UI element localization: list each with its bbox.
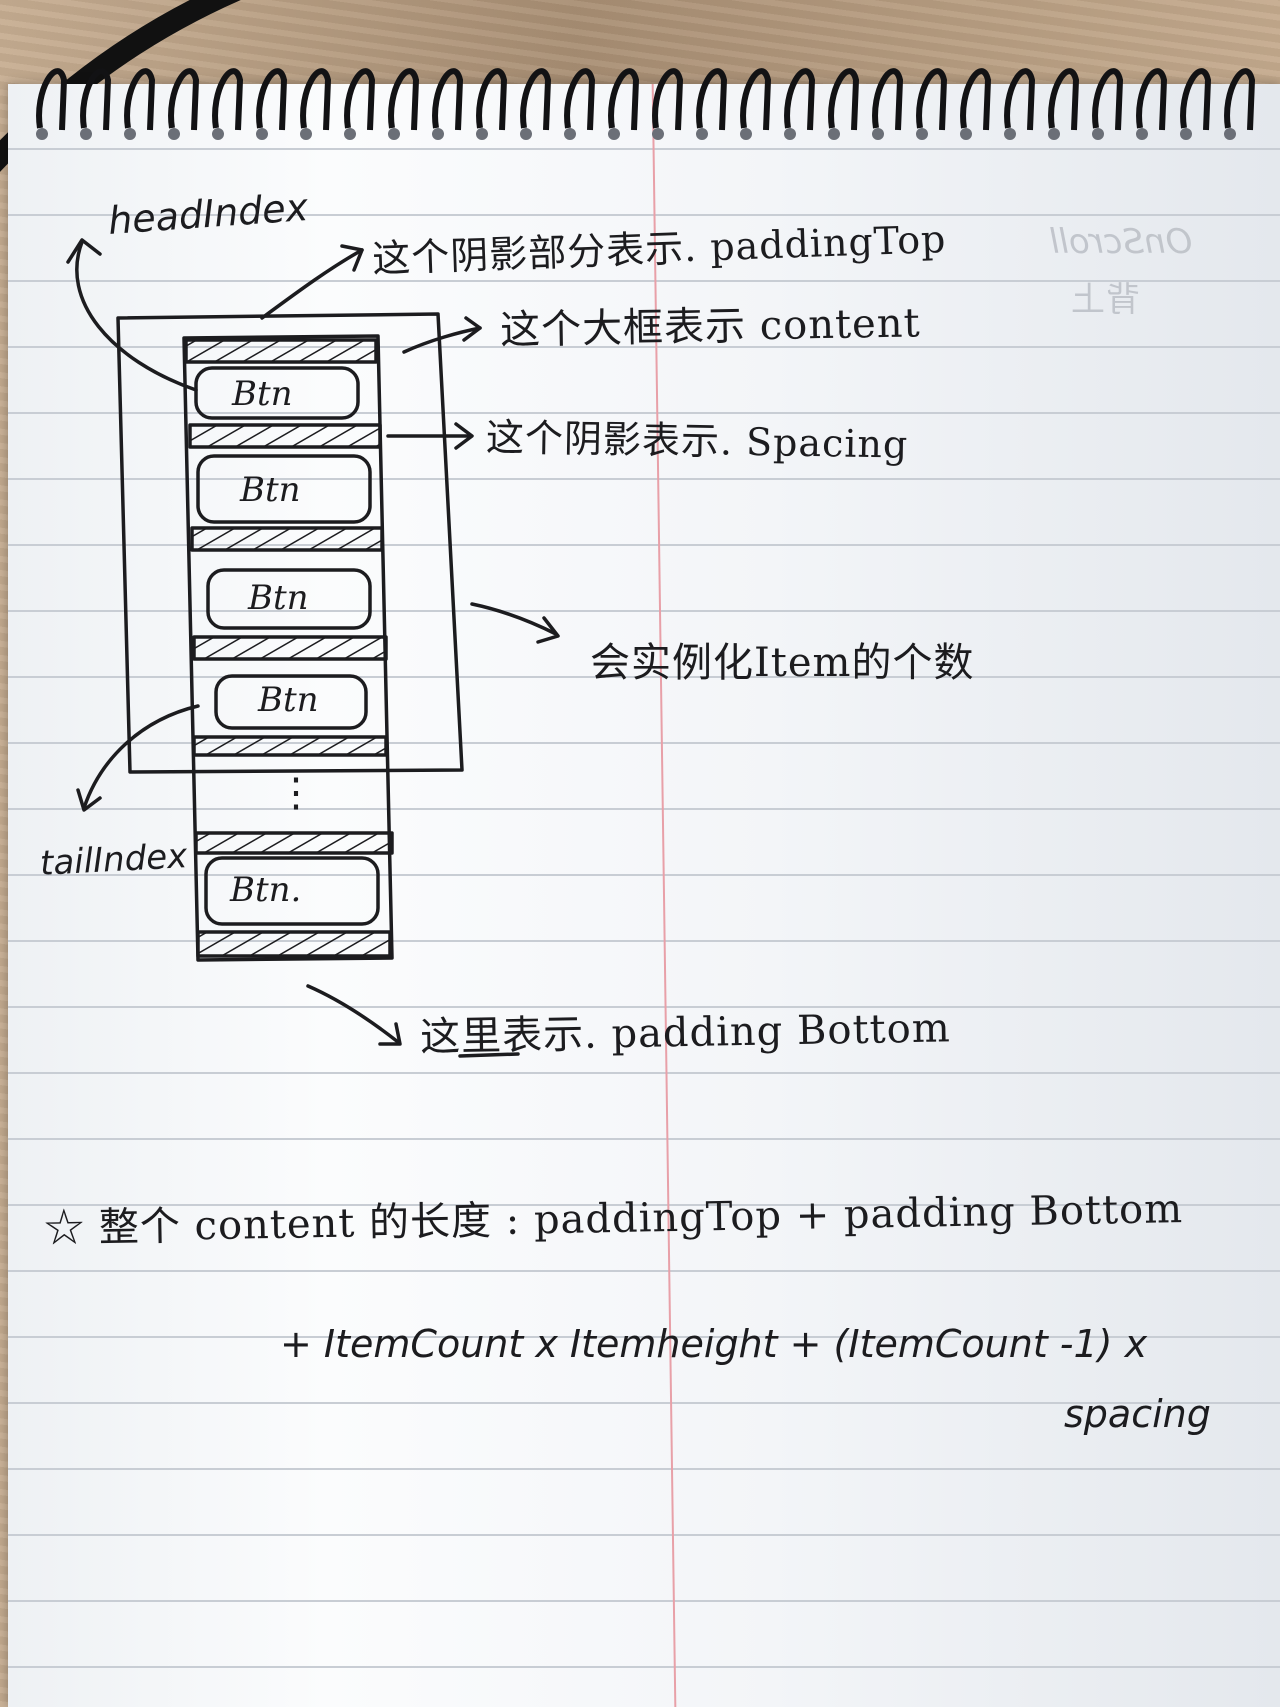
ellipsis-mark: ⋮ (276, 770, 317, 816)
formula-line-2: + ItemCount x Itemheight + (ItemCount -1… (280, 1322, 1148, 1366)
binding-ring (1224, 68, 1256, 131)
item-button-label: Btn (248, 578, 309, 618)
punch-hole (432, 128, 444, 140)
arrow-padding-top-tip (340, 244, 364, 272)
punch-hole (1092, 128, 1104, 140)
punch-hole (1180, 128, 1192, 140)
binding-ring (476, 68, 508, 131)
spacing-hatch (188, 423, 382, 449)
punch-hole (80, 128, 92, 140)
punch-hole (212, 128, 224, 140)
formula-line-3: spacing (1064, 1392, 1211, 1436)
padding-top-hatch (184, 338, 378, 364)
punch-hole (1004, 128, 1016, 140)
arrow-padding-top (260, 248, 364, 320)
binding-ring (1092, 68, 1124, 131)
punch-hole (1048, 128, 1060, 140)
punch-hole (344, 128, 356, 140)
item-button-label: Btn. (230, 870, 302, 910)
item-button-outline (196, 454, 372, 524)
binding-ring (652, 68, 684, 131)
spiral-binding (36, 68, 1256, 140)
binding-ring (124, 68, 156, 131)
binding-ring (1048, 68, 1080, 131)
binding-ring (520, 68, 552, 131)
item-button-outline (214, 674, 368, 730)
binding-ring (828, 68, 860, 131)
binding-ring (36, 68, 68, 131)
punch-hole (652, 128, 664, 140)
punch-hole (1224, 128, 1236, 140)
arrow-spacing-tip (454, 422, 474, 450)
item-button-label: Btn (240, 470, 301, 510)
item-button-label: Btn (258, 680, 319, 720)
item-button-outline (194, 366, 360, 420)
punch-hole (476, 128, 488, 140)
punch-hole (828, 128, 840, 140)
arrow-instantiate-tip (536, 616, 560, 644)
punch-hole (872, 128, 884, 140)
arrow-head-index-tip (66, 238, 102, 264)
padding-bottom-hatch (196, 930, 392, 958)
binding-ring (300, 68, 332, 131)
binding-ring (916, 68, 948, 131)
punch-hole (696, 128, 708, 140)
item-button-outline (206, 568, 372, 630)
binding-ring (960, 68, 992, 131)
arrow-head-index (75, 240, 198, 392)
instantiate-count-note: 会实例化Item的个数 (590, 640, 975, 686)
binding-ring (256, 68, 288, 131)
binding-ring (872, 68, 904, 131)
binding-ring (608, 68, 640, 131)
spacing-hatch (194, 831, 394, 855)
binding-ring (564, 68, 596, 131)
arrow-tail-index-tip (76, 788, 102, 812)
binding-ring (432, 68, 464, 131)
punch-hole (608, 128, 620, 140)
spacing-hatch (192, 735, 388, 757)
binding-ring (1136, 68, 1168, 131)
punch-hole (740, 128, 752, 140)
punch-hole (960, 128, 972, 140)
arrow-padding-bottom-tip (378, 1022, 402, 1046)
punch-hole (256, 128, 268, 140)
punch-hole (564, 128, 576, 140)
binding-ring (740, 68, 772, 131)
binding-ring (168, 68, 200, 131)
punch-hole (520, 128, 532, 140)
binding-ring (696, 68, 728, 131)
punch-hole (36, 128, 48, 140)
arrow-content-tip (462, 316, 482, 342)
punch-hole (124, 128, 136, 140)
arrow-content (402, 326, 482, 354)
underline (458, 1052, 520, 1058)
spacing-hatch (192, 635, 388, 661)
spacing-hatch (190, 526, 384, 552)
punch-hole (916, 128, 928, 140)
binding-ring (212, 68, 244, 131)
arrow-tail-index (82, 704, 200, 810)
punch-hole (300, 128, 312, 140)
item-button-outline (204, 856, 380, 926)
arrow-instantiate (470, 602, 558, 636)
content-frame (116, 312, 464, 774)
binding-ring (80, 68, 112, 131)
binding-ring (784, 68, 816, 131)
punch-hole (168, 128, 180, 140)
punch-hole (388, 128, 400, 140)
binding-ring (1004, 68, 1036, 131)
binding-ring (388, 68, 420, 131)
binding-ring (1180, 68, 1212, 131)
arrow-padding-bottom (306, 984, 400, 1044)
item-button-label: Btn (232, 374, 293, 414)
binding-ring (344, 68, 376, 131)
punch-hole (1136, 128, 1148, 140)
punch-hole (784, 128, 796, 140)
